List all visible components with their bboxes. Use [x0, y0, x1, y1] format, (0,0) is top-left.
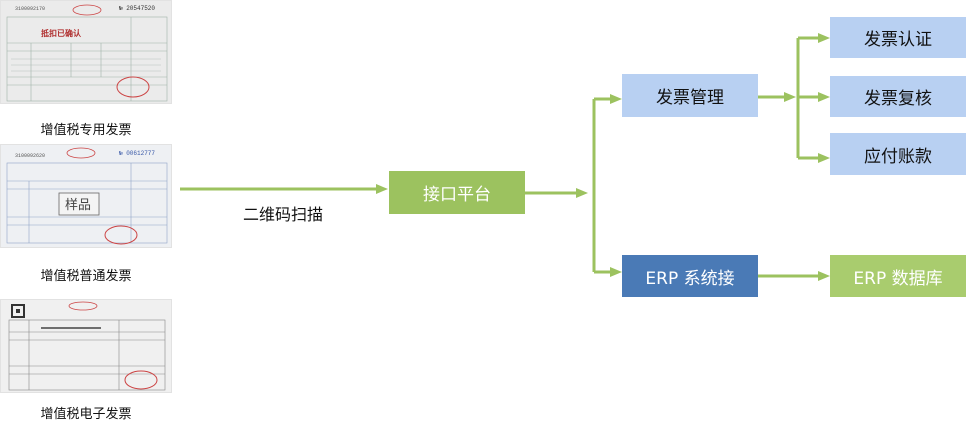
scan-label: 二维码扫描 [243, 205, 324, 224]
arrowhead-mgmt [784, 92, 796, 102]
arrowhead-erp-db [818, 271, 830, 281]
arrowhead-scan [376, 184, 388, 194]
interface-platform-node: 接口平台 [389, 171, 525, 214]
caption-ordinary-invoice: 增值税普通发票 [40, 269, 132, 284]
arrowhead-payable [818, 153, 830, 163]
invoice-image-ordinary: 3100092620 № 00612777 样品 [0, 144, 172, 248]
invoice-code: 3100092170 [15, 6, 45, 12]
invoice-stamp-text: 样品 [65, 198, 91, 213]
arrowhead-erp [610, 267, 622, 277]
invoice-recheck-node: 发票复核 [830, 76, 966, 117]
invoice-image-electronic [0, 299, 172, 393]
accounts-payable-node: 应付账款 [830, 133, 966, 175]
invoice-stamp-text: 抵扣已确认 [41, 28, 82, 38]
erp-system-node: ERP 系统接 [622, 255, 758, 297]
arrowhead-recheck [818, 92, 830, 102]
invoice-number: № 00612777 [119, 150, 155, 157]
invoice-number: № 20547520 [119, 5, 155, 12]
caption-special-invoice: 增值税专用发票 [40, 123, 132, 138]
arrowhead-interface [576, 188, 588, 198]
erp-database-node: ERP 数据库 [830, 255, 966, 297]
arrowhead-auth [818, 33, 830, 43]
invoice-management-node: 发票管理 [622, 74, 758, 117]
arrowhead-invoice-mgmt [610, 94, 622, 104]
invoice-authentication-node: 发票认证 [830, 17, 966, 58]
invoice-image-special: 3100092170 № 20547520 抵扣已确认 [0, 0, 172, 104]
caption-electronic-invoice: 增值税电子发票 [40, 407, 132, 422]
invoice-code: 3100092620 [15, 153, 45, 159]
